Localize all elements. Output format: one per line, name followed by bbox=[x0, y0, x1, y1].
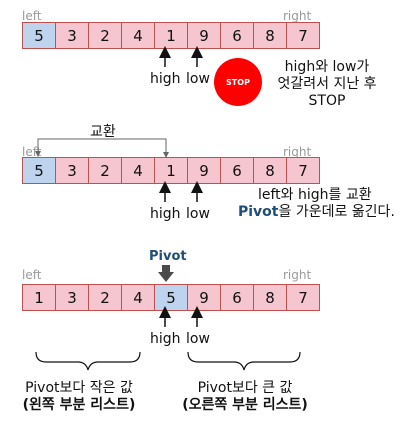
low-label: low bbox=[186, 71, 210, 87]
note-line: Pivot을 가운데로 옮긴다. bbox=[238, 204, 395, 221]
array-cell: 4 bbox=[121, 22, 155, 49]
array-cell: 4 bbox=[121, 157, 155, 184]
array-cell: 3 bbox=[55, 22, 89, 49]
step1-note: high와 low가 엇갈려서 지난 후 STOP bbox=[262, 59, 392, 110]
note-line: STOP bbox=[308, 93, 346, 109]
left-label: left bbox=[22, 9, 42, 23]
array-cell: 8 bbox=[253, 22, 287, 49]
array-cell: 2 bbox=[88, 22, 122, 49]
high-label: high bbox=[150, 206, 181, 222]
left-sublist-caption: Pivot보다 작은 값 (왼쪽 부분 리스트) bbox=[14, 380, 144, 414]
array-row: 5 3 2 4 1 9 6 8 7 bbox=[22, 157, 320, 184]
note-line: 엇갈려서 지난 후 bbox=[277, 76, 377, 92]
array-cell: 2 bbox=[88, 284, 122, 311]
low-label: low bbox=[186, 331, 210, 347]
array-cell: 8 bbox=[253, 284, 287, 311]
array-cell: 1 bbox=[154, 22, 188, 49]
down-arrow-icon bbox=[162, 265, 170, 273]
array-row: 1 3 2 4 5 9 6 8 7 bbox=[22, 284, 320, 311]
brace-icon bbox=[35, 351, 141, 371]
caption-line: Pivot보다 큰 값 bbox=[197, 380, 293, 396]
low-label: low bbox=[186, 206, 210, 222]
note-line: left와 high를 교환 bbox=[258, 187, 372, 203]
right-label: right bbox=[283, 9, 312, 23]
array-cell: 9 bbox=[187, 284, 221, 311]
caption-line: Pivot보다 작은 값 bbox=[25, 380, 133, 396]
down-arrow-head bbox=[158, 272, 174, 282]
right-label: right bbox=[283, 268, 312, 282]
array-cell: 2 bbox=[88, 157, 122, 184]
note-text: 을 가운데로 옮긴다. bbox=[278, 204, 395, 220]
stop-sign-icon: STOP bbox=[214, 58, 262, 106]
array-cell: 3 bbox=[55, 284, 89, 311]
step2-note: left와 high를 교환 Pivot을 가운데로 옮긴다. bbox=[238, 187, 408, 221]
stop-sign-text: STOP bbox=[226, 77, 250, 87]
note-line: high와 low가 bbox=[284, 59, 370, 75]
pivot-word: Pivot bbox=[238, 204, 279, 220]
left-label: left bbox=[22, 268, 42, 282]
high-label: high bbox=[150, 331, 181, 347]
caption-line: (왼쪽 부분 리스트) bbox=[22, 397, 136, 413]
array-row: 5 3 2 4 1 9 6 8 7 bbox=[22, 22, 320, 49]
array-cell: 1 bbox=[22, 284, 56, 311]
brace-icon bbox=[187, 351, 301, 371]
array-cell: 6 bbox=[220, 284, 254, 311]
swap-label: 교환 bbox=[90, 124, 116, 140]
array-cell: 7 bbox=[286, 157, 320, 184]
array-cell-pivot: 5 bbox=[22, 22, 56, 49]
caption-line: (오른쪽 부분 리스트) bbox=[182, 397, 308, 413]
array-cell: 7 bbox=[286, 284, 320, 311]
high-label: high bbox=[150, 71, 181, 87]
swap-connector bbox=[37, 138, 169, 158]
right-sublist-caption: Pivot보다 큰 값 (오른쪽 부분 리스트) bbox=[170, 380, 320, 414]
array-cell: 7 bbox=[286, 22, 320, 49]
right-label: right bbox=[283, 145, 312, 159]
pivot-label: Pivot bbox=[149, 249, 187, 264]
